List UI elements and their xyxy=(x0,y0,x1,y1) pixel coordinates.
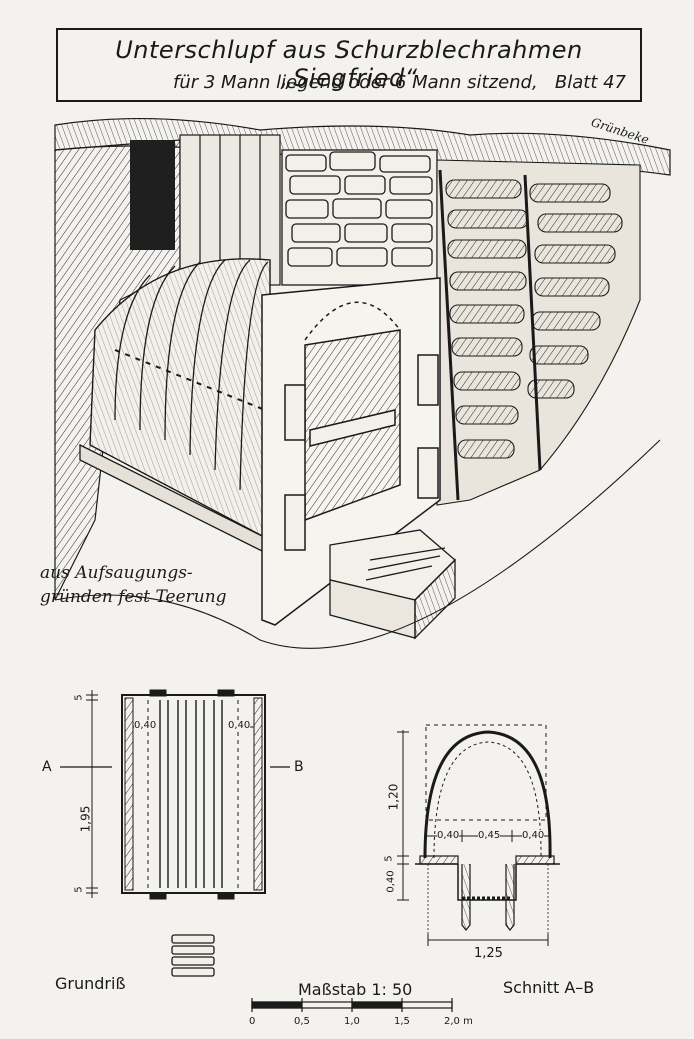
section-title: Schnitt A–B xyxy=(503,978,595,997)
title-main: Unterschlupf aus Schurzblechrahmen „Sieg… xyxy=(115,36,583,92)
scale-tick-2: 1,0 xyxy=(344,1016,360,1027)
scale-tick-3: 1,5 xyxy=(394,1016,410,1027)
plan-outline xyxy=(121,694,266,894)
plan-dim-right-inner: 0,40 xyxy=(228,720,251,731)
scale-tick-4: 2,0 m xyxy=(444,1016,473,1027)
title-sheet-number: Blatt 47 xyxy=(554,72,626,93)
title-subtitle-text: für 3 Mann liegend oder 6 Mann sitzend, xyxy=(173,72,538,93)
plan-marker-a: A xyxy=(42,759,52,775)
scale-tick-1: 0,5 xyxy=(294,1016,310,1027)
section-dim-seg-mid: 0,45 xyxy=(478,830,501,841)
title-subtitle: für 3 Mann liegend oder 6 Mann sitzend, … xyxy=(72,72,626,93)
plan-dim-left-inner: 0,40 xyxy=(134,720,157,731)
fascine-wall xyxy=(436,159,641,506)
section-dim-seg-right: 0,40 xyxy=(522,830,545,841)
scale-title: Maßstab 1: 50 xyxy=(298,980,413,999)
supports-label-line2: gründen fest Teerung xyxy=(40,587,227,607)
front-frame xyxy=(261,277,441,626)
plan-title: Grundriß xyxy=(55,974,126,993)
section-arch xyxy=(423,730,552,859)
plan-step-stack xyxy=(171,934,215,977)
title-box: Unterschlupf aus Schurzblechrahmen „Sieg… xyxy=(56,28,642,102)
section-dim-width: 1,25 xyxy=(474,946,503,961)
stone-wall xyxy=(281,149,438,286)
entrance-step xyxy=(329,529,456,640)
supports-label-line1: aus Aufsaugungs- xyxy=(40,563,193,583)
scale-tick-0: 0 xyxy=(249,1016,256,1027)
plan-marker-b: B xyxy=(294,759,304,775)
section-dim-seg-left: 0,40 xyxy=(437,830,460,841)
ground-line xyxy=(54,439,661,649)
